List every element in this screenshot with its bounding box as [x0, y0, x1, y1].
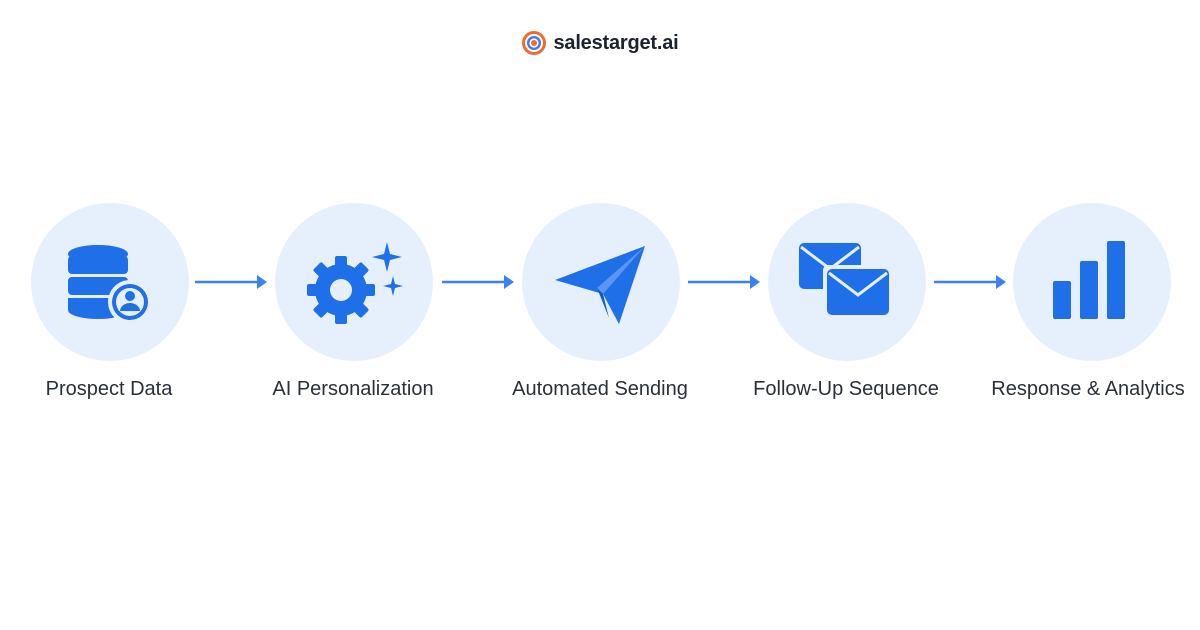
- paper-plane-icon: [555, 246, 645, 324]
- brand-header: salestarget.ai: [0, 30, 1200, 56]
- step-label-follow-up-sequence: Follow-Up Sequence: [753, 378, 939, 400]
- flow-arrow-1: [195, 275, 267, 289]
- target-logo-icon: [522, 31, 547, 55]
- bar-chart-icon: [1053, 241, 1125, 319]
- step-circle-follow-up-sequence: [768, 203, 926, 361]
- brand-name: salestarget.ai: [553, 31, 679, 54]
- flow-arrow-2: [442, 275, 514, 289]
- step-label-automated-sending: Automated Sending: [512, 378, 688, 400]
- flow-arrow-3: [688, 275, 760, 289]
- database-user-icon: [68, 245, 152, 324]
- step-label-response-analytics: Response & Analytics: [991, 378, 1185, 400]
- gear-sparkle-icon: [307, 242, 403, 324]
- envelopes-icon: [799, 243, 889, 315]
- step-circle-prospect-data: [31, 203, 189, 361]
- flow-arrow-4: [934, 275, 1006, 289]
- step-circle-automated-sending: [522, 203, 680, 361]
- step-circle-ai-personalization: [275, 203, 433, 361]
- step-label-prospect-data: Prospect Data: [45, 378, 173, 400]
- step-circle-response-analytics: [1013, 203, 1171, 361]
- step-label-ai-personalization: AI Personalization: [272, 378, 434, 400]
